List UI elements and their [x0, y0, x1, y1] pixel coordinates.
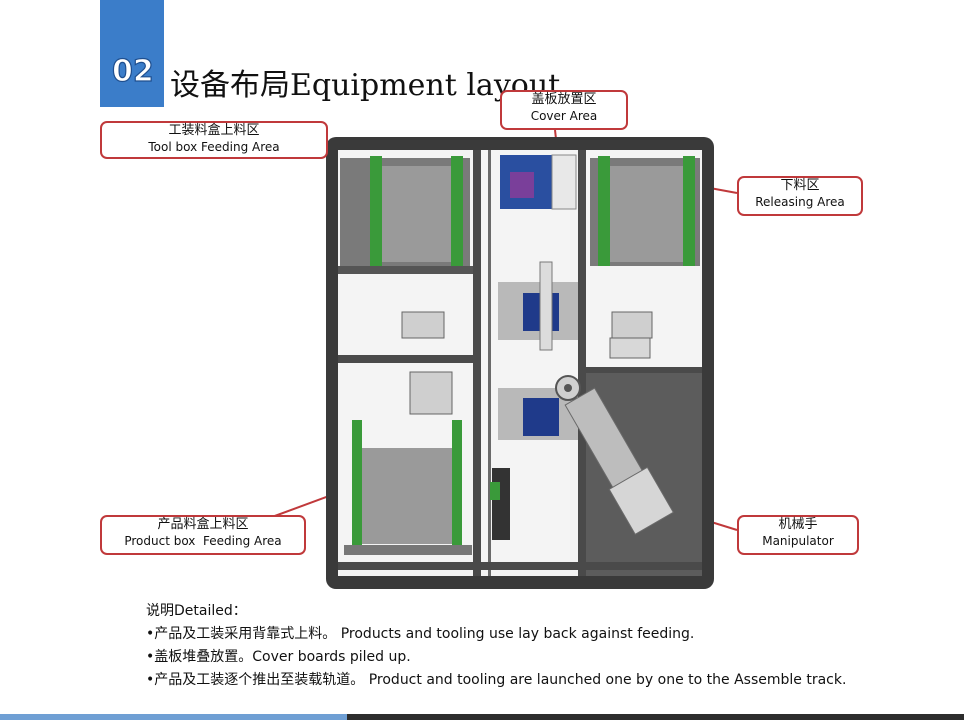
notes-heading: 说明Detailed： [146, 600, 846, 623]
pusher-lower-blue [523, 398, 559, 436]
cover-stack-purple [510, 172, 534, 198]
page-title: 设备布局Equipment layout [170, 68, 561, 103]
notes-section: 说明Detailed： •产品及工装采用背靠式上料。 Products and … [146, 600, 846, 692]
frame-post-left-center [473, 150, 481, 576]
notes-heading-zh: 说明 [146, 603, 174, 619]
gripper-left-upper [401, 311, 445, 339]
note-en: Product and tooling are launched one by … [364, 672, 847, 688]
tool-box-rail-left [370, 156, 382, 266]
section-badge: 02 [100, 0, 164, 107]
product-box-base [344, 545, 472, 555]
manipulator-arm [564, 387, 675, 536]
section-number: 02 [111, 53, 154, 89]
cover-stack-white [551, 154, 577, 210]
callout-zh: 下料区 [780, 178, 820, 193]
gripper-left-lower [409, 371, 453, 415]
callout-en: Cover Area [530, 109, 598, 123]
release-tray-inner [608, 166, 684, 262]
tool-box-tray-inner [376, 166, 454, 262]
callout-en: Product box Feeding Area [124, 534, 282, 548]
callout-product-box-feeding: 产品料盒上料区 Product box Feeding Area [100, 515, 306, 555]
callout-zh: 盖板放置区 [531, 92, 597, 107]
note-en: Cover boards piled up. [252, 649, 411, 665]
note-zh: •盖板堆叠放置。 [146, 649, 253, 665]
notes-heading-en: Detailed： [174, 603, 247, 619]
frame-post-right-center [578, 150, 586, 576]
note-en: Products and tooling use lay back agains… [336, 626, 695, 642]
tool-box-rail-right [451, 156, 463, 266]
callout-manipulator: 机械手 Manipulator [737, 515, 859, 555]
callout-cover-area: 盖板放置区 Cover Area [500, 90, 628, 130]
frame-bottom-rail [338, 562, 702, 570]
release-rail-right [683, 156, 695, 266]
product-box-rail-right [452, 420, 462, 550]
gripper-right-mid [609, 337, 651, 359]
product-box-rail-left [352, 420, 362, 550]
note-item: •产品及工装采用背靠式上料。 Products and tooling use … [146, 623, 846, 646]
callout-en: Releasing Area [755, 195, 845, 209]
assemble-track-green [490, 482, 500, 500]
callout-zh: 机械手 [778, 517, 818, 532]
frame-post-mid [488, 150, 491, 576]
frame-beam-left-mid [338, 355, 473, 363]
callout-en: Tool box Feeding Area [148, 140, 280, 154]
note-zh: •产品及工装逐个推出至装载轨道。 [146, 672, 365, 688]
note-item: •产品及工装逐个推出至装载轨道。 Product and tooling are… [146, 669, 846, 692]
callout-en: Manipulator [762, 534, 834, 548]
pusher-upper-post [539, 261, 553, 351]
footer-bar [0, 714, 964, 720]
product-box-tray [360, 448, 452, 544]
callout-zh: 工装料盒上料区 [168, 123, 260, 138]
callout-tool-box-feeding: 工装料盒上料区 Tool box Feeding Area [100, 121, 328, 159]
assemble-track [492, 468, 510, 540]
callout-releasing-area: 下料区 Releasing Area [737, 176, 863, 216]
release-rail-left [598, 156, 610, 266]
gripper-right-upper [611, 311, 653, 339]
manipulator-joint-inner [564, 384, 572, 392]
tool-box-base [338, 266, 473, 274]
frame-beam-right-mid [586, 367, 702, 373]
callout-zh: 产品料盒上料区 [157, 517, 249, 532]
note-item: •盖板堆叠放置。Cover boards piled up. [146, 646, 846, 669]
note-zh: •产品及工装采用背靠式上料。 [146, 626, 337, 642]
